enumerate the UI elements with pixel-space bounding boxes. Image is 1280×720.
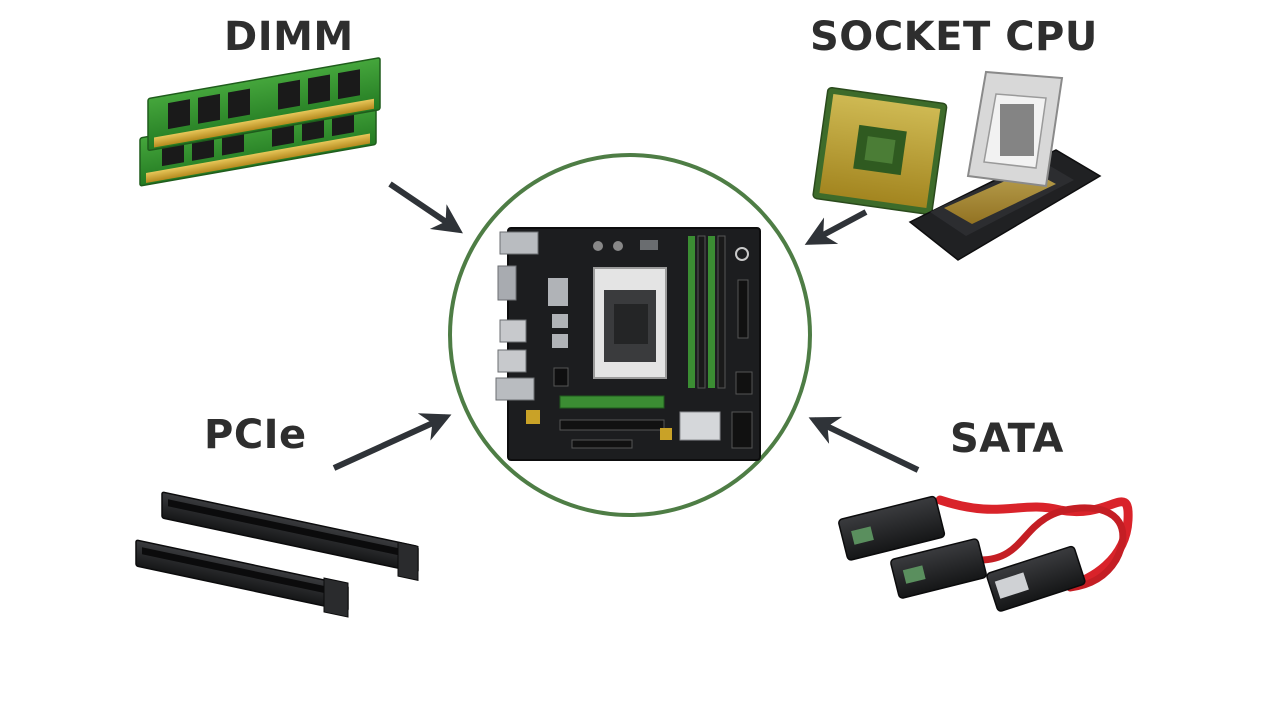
sata-cable-illustration	[838, 495, 1133, 612]
arrow-cpu	[804, 209, 868, 245]
arrow-sata	[808, 416, 920, 473]
arrow-dimm	[388, 181, 463, 234]
pcie-slots-illustration	[135, 491, 419, 618]
socket-cpu-label: SOCKET CPU	[810, 14, 1098, 60]
dimm-label: DIMM	[224, 14, 354, 60]
arrow-pcie	[332, 413, 452, 471]
motherboard-illustration	[495, 227, 761, 461]
dimm-modules-illustration	[139, 57, 381, 187]
sata-label: SATA	[950, 416, 1064, 462]
cpu-socket-illustration	[812, 70, 1102, 261]
pcie-label: PCIe	[204, 412, 307, 458]
